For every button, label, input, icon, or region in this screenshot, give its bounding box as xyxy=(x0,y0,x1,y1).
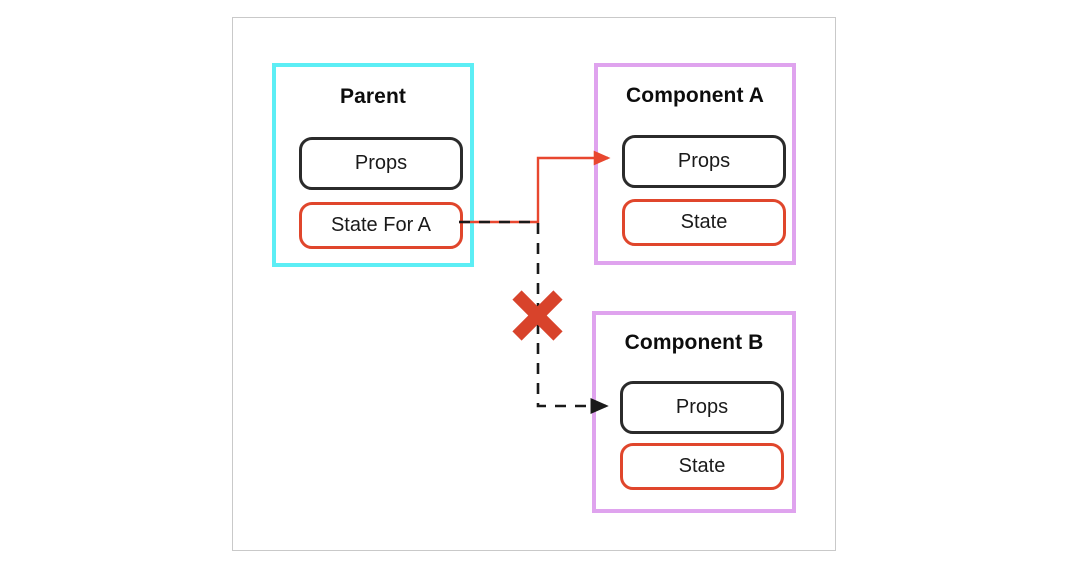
component-a-state-box[interactable]: State xyxy=(622,199,786,246)
parent-props-box[interactable]: Props xyxy=(299,137,463,190)
group-component-b[interactable]: Component B Props State xyxy=(592,311,796,513)
group-component-a-title: Component A xyxy=(626,84,764,107)
group-parent[interactable]: Parent Props State For A xyxy=(272,63,474,267)
parent-state-for-a-box[interactable]: State For A xyxy=(299,202,463,249)
component-a-props-box[interactable]: Props xyxy=(622,135,786,188)
group-component-b-title: Component B xyxy=(624,331,764,354)
group-component-a[interactable]: Component A Props State xyxy=(594,63,796,265)
group-parent-title: Parent xyxy=(340,85,406,108)
component-b-props-box[interactable]: Props xyxy=(620,381,784,434)
component-b-state-box[interactable]: State xyxy=(620,443,784,490)
